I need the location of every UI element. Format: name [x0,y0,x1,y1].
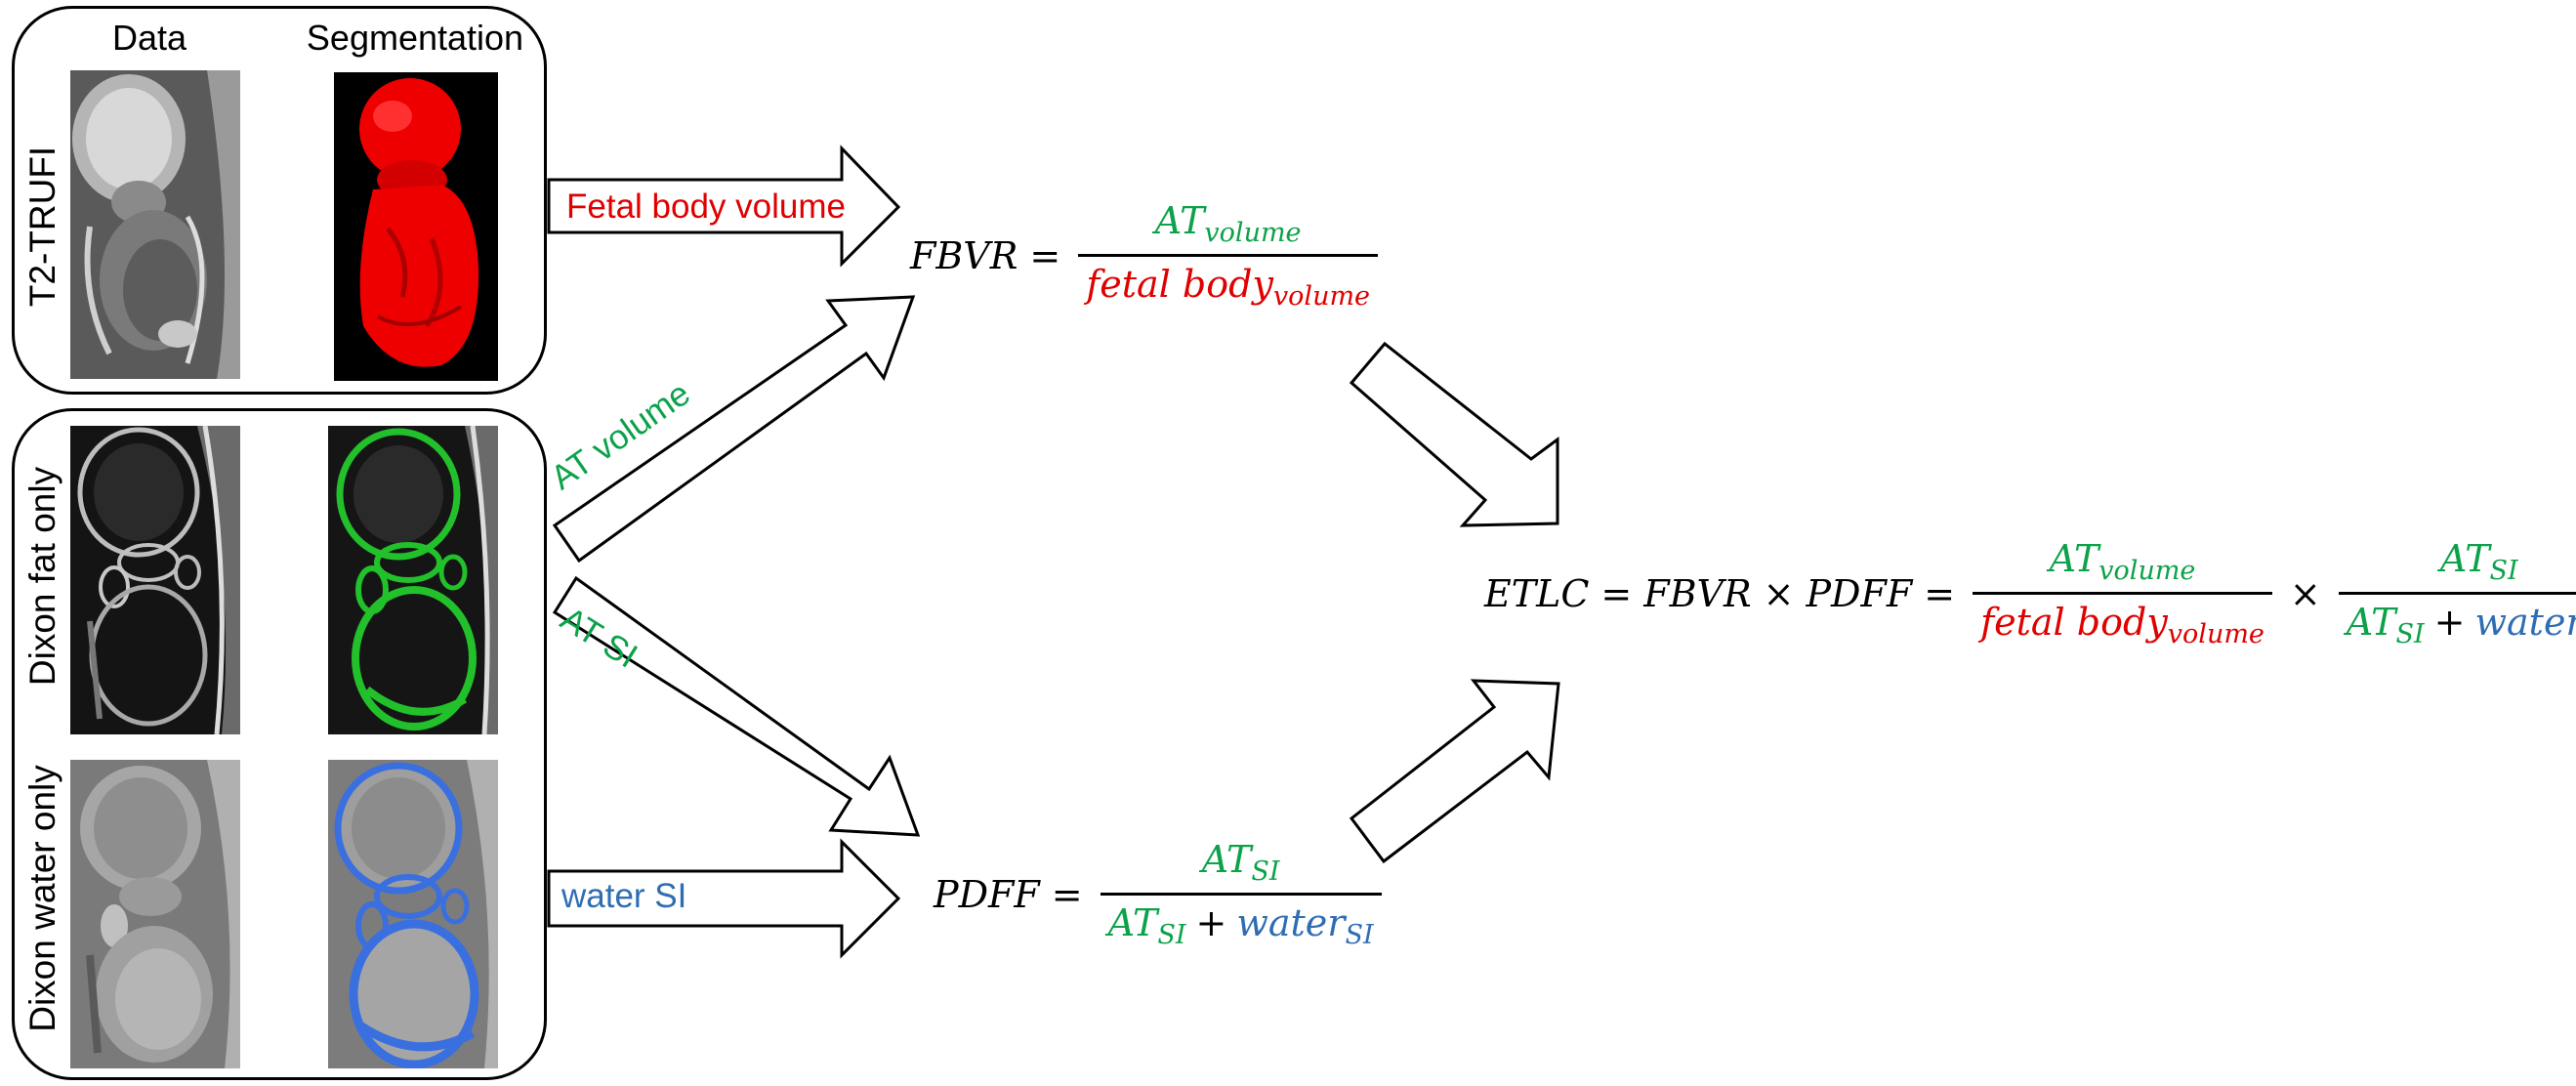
fetal-body-volume-label: Fetal body volume [566,188,846,226]
etlc-equals-2: = [1924,571,1956,615]
etlc-f2-numerator: ATSI [2432,537,2526,592]
dixon-water-segmentation-image [328,760,498,1068]
etlc-f2-num-sub: SI [2489,556,2518,586]
etlc-f2-den-b-base: water [2474,601,2576,644]
water-si-label: water SI [561,877,687,915]
etlc-fraction-2: ATSI ATSI+waterSI [2338,537,2576,649]
etlc-times-1: × [1763,571,1795,615]
pdff-denominator: ATSI+waterSI [1100,893,1382,950]
dixon-water-data-image [70,760,240,1068]
etlc-f2-den-a-base: AT [2346,601,2396,644]
etlc-term-fbvr: FBVR [1643,571,1752,615]
etlc-f1-num-sub: volume [2098,556,2196,586]
pdff-formula: PDFF = ATSI ATSI+waterSI [934,838,1388,950]
fbvr-lhs: FBVR [910,233,1018,277]
fbvr-num-base: AT [1154,199,1205,242]
dixon-fat-segmentation-image [328,426,498,734]
etlc-term-pdff: PDFF [1806,571,1913,615]
fbvr-formula: FBVR = ATvolume fetal bodyvolume [910,199,1384,312]
fbvr-to-etlc-arrow [1349,341,1559,527]
etlc-f2-den-a-sub: SI [2395,619,2425,649]
water-si-arrow [547,838,901,959]
pdff-equals: = [1051,872,1083,916]
etlc-plus: + [2433,601,2466,644]
fbvr-equals: = [1029,233,1061,277]
etlc-lhs: ETLC [1484,571,1590,615]
etlc-f1-den-sub: volume [2167,619,2264,649]
at-volume-arrow [552,295,916,564]
etlc-f1-numerator: ATvolume [2042,537,2204,592]
etlc-equals-1: = [1600,571,1633,615]
pdff-fraction: ATSI ATSI+waterSI [1100,838,1382,950]
dixon-fat-data-image [70,426,240,734]
pdff-num-sub: SI [1251,856,1280,887]
etlc-formula: ETLC = FBVR × PDFF = ATvolume fetal body… [1484,537,2576,649]
pdff-den-b-sub: SI [1345,920,1374,950]
pdff-lhs: PDFF [934,872,1040,916]
column-header-segmentation: Segmentation [306,18,524,58]
etlc-times-2: × [2289,571,2321,615]
pdff-den-b-base: water [1236,901,1346,944]
etlc-fraction-1: ATvolume fetal bodyvolume [1973,537,2272,649]
fbvr-fraction: ATvolume fetal bodyvolume [1078,199,1379,312]
pdff-plus: + [1195,901,1227,944]
fbvr-num-sub: volume [1204,218,1302,248]
etlc-f1-denominator: fetal bodyvolume [1973,592,2272,649]
pdff-to-etlc-arrow [1349,679,1560,864]
etlc-f1-den-base: fetal body [1980,601,2168,644]
pdff-den-a-sub: SI [1157,920,1186,950]
fbvr-den-base: fetal body [1086,263,1273,306]
fetal-body-volume-arrow [547,145,901,268]
column-header-data: Data [111,18,187,58]
etlc-f2-num-base: AT [2439,537,2490,580]
etlc-f1-num-base: AT [2049,537,2099,580]
pdff-den-a-base: AT [1107,901,1158,944]
fbvr-den-sub: volume [1272,281,1371,312]
t2-trufi-data-image [70,70,240,379]
etlc-f2-denominator: ATSI+waterSI [2338,592,2576,649]
pdff-num-base: AT [1201,838,1252,881]
at-si-arrow [552,575,921,837]
t2-trufi-segmentation-image [334,72,498,381]
fbvr-denominator: fetal bodyvolume [1078,254,1379,312]
fbvr-numerator: ATvolume [1147,199,1309,254]
pdff-numerator: ATSI [1194,838,1288,893]
